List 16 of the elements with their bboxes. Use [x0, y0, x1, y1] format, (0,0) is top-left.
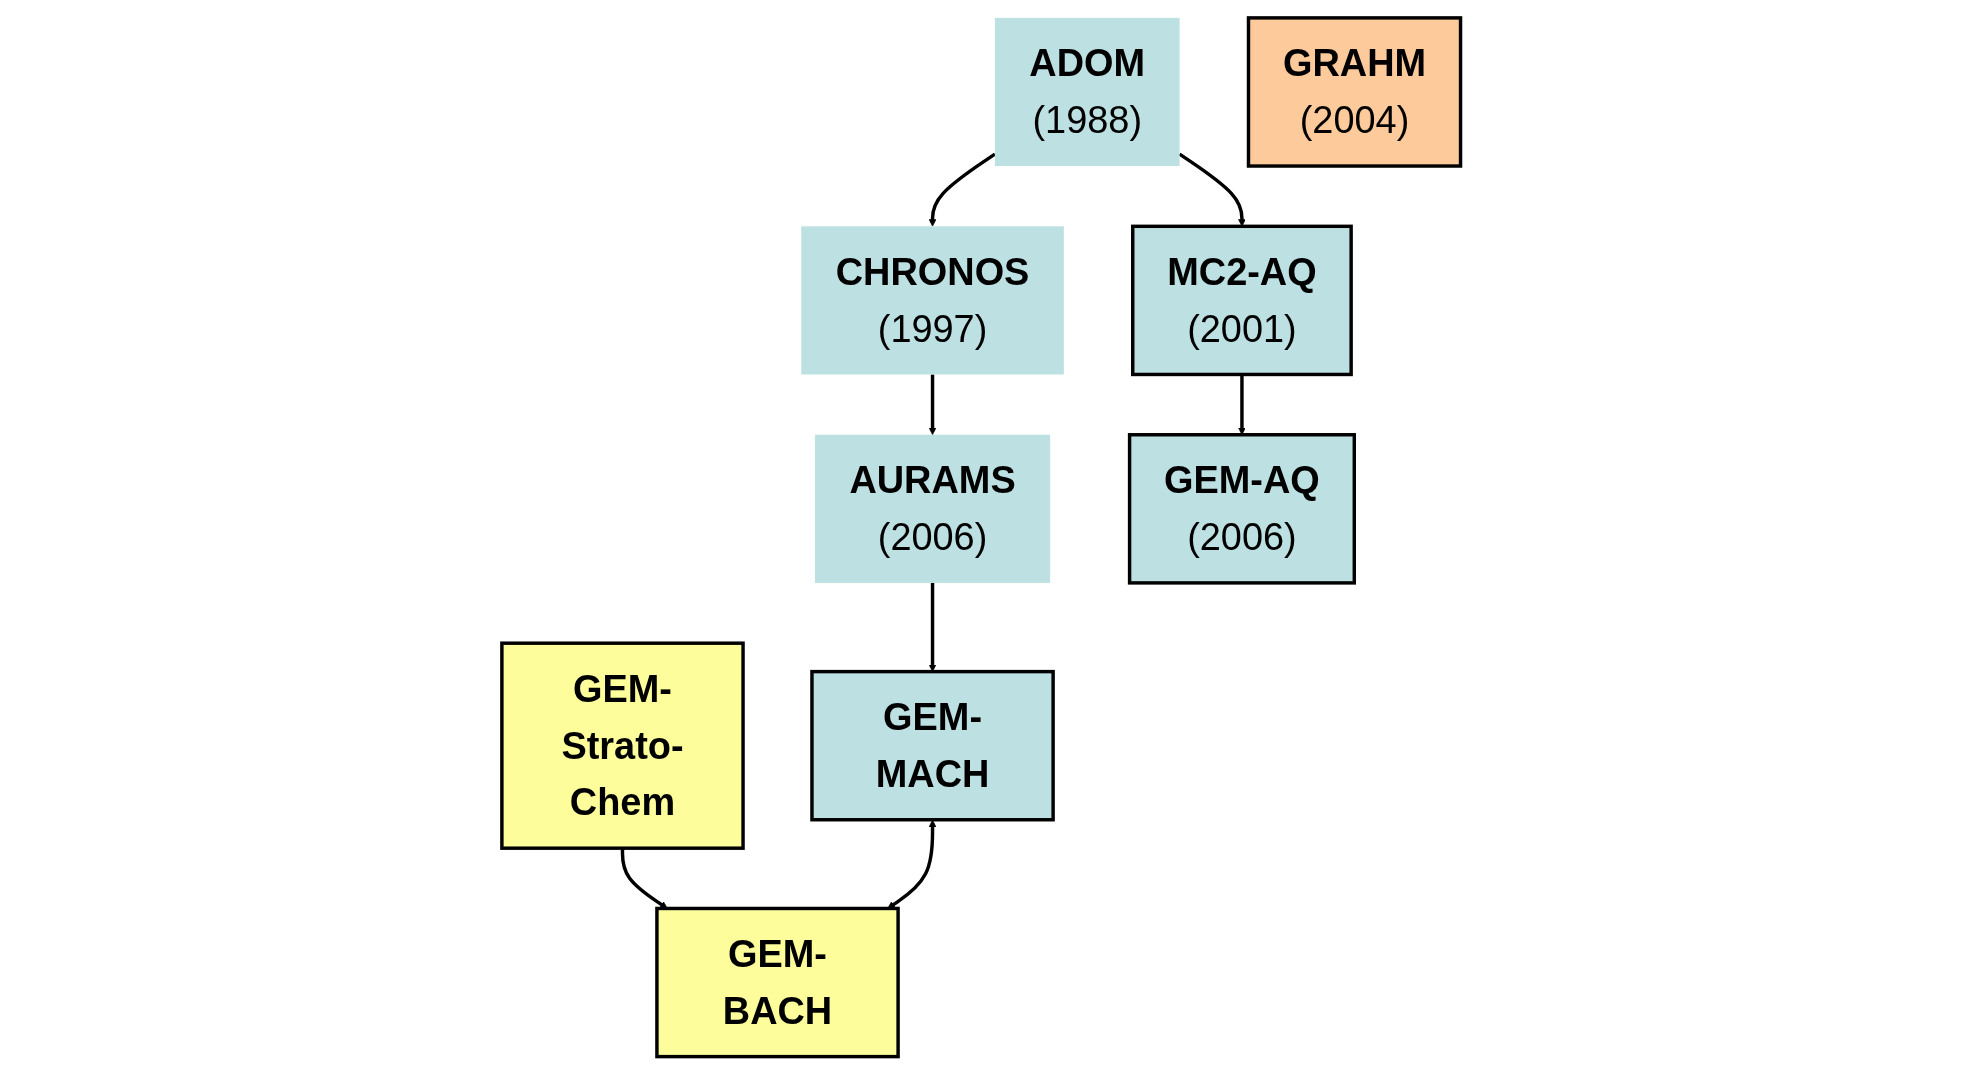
node-box: GEM-MACH: [810, 669, 1056, 822]
arrow: [1178, 152, 1246, 227]
node-box: GEM-Strato-Chem: [500, 641, 746, 850]
arrow: [929, 152, 997, 227]
arrow: [929, 582, 937, 672]
node-box: CHRONOS (1997): [801, 226, 1065, 375]
arrow: [1238, 374, 1246, 435]
node-box: GRAHM (2004): [1247, 15, 1463, 168]
arrow: [621, 847, 668, 909]
arrow: [887, 819, 937, 909]
arrow: [929, 374, 937, 435]
node-box: MC2-AQ (2001): [1131, 224, 1354, 376]
node-box: ADOM (1988): [995, 17, 1180, 166]
node-box: AURAMS (2006): [815, 434, 1051, 583]
node-box: GEM-BACH: [655, 906, 901, 1059]
node-box: GEM-AQ (2006): [1128, 432, 1357, 585]
